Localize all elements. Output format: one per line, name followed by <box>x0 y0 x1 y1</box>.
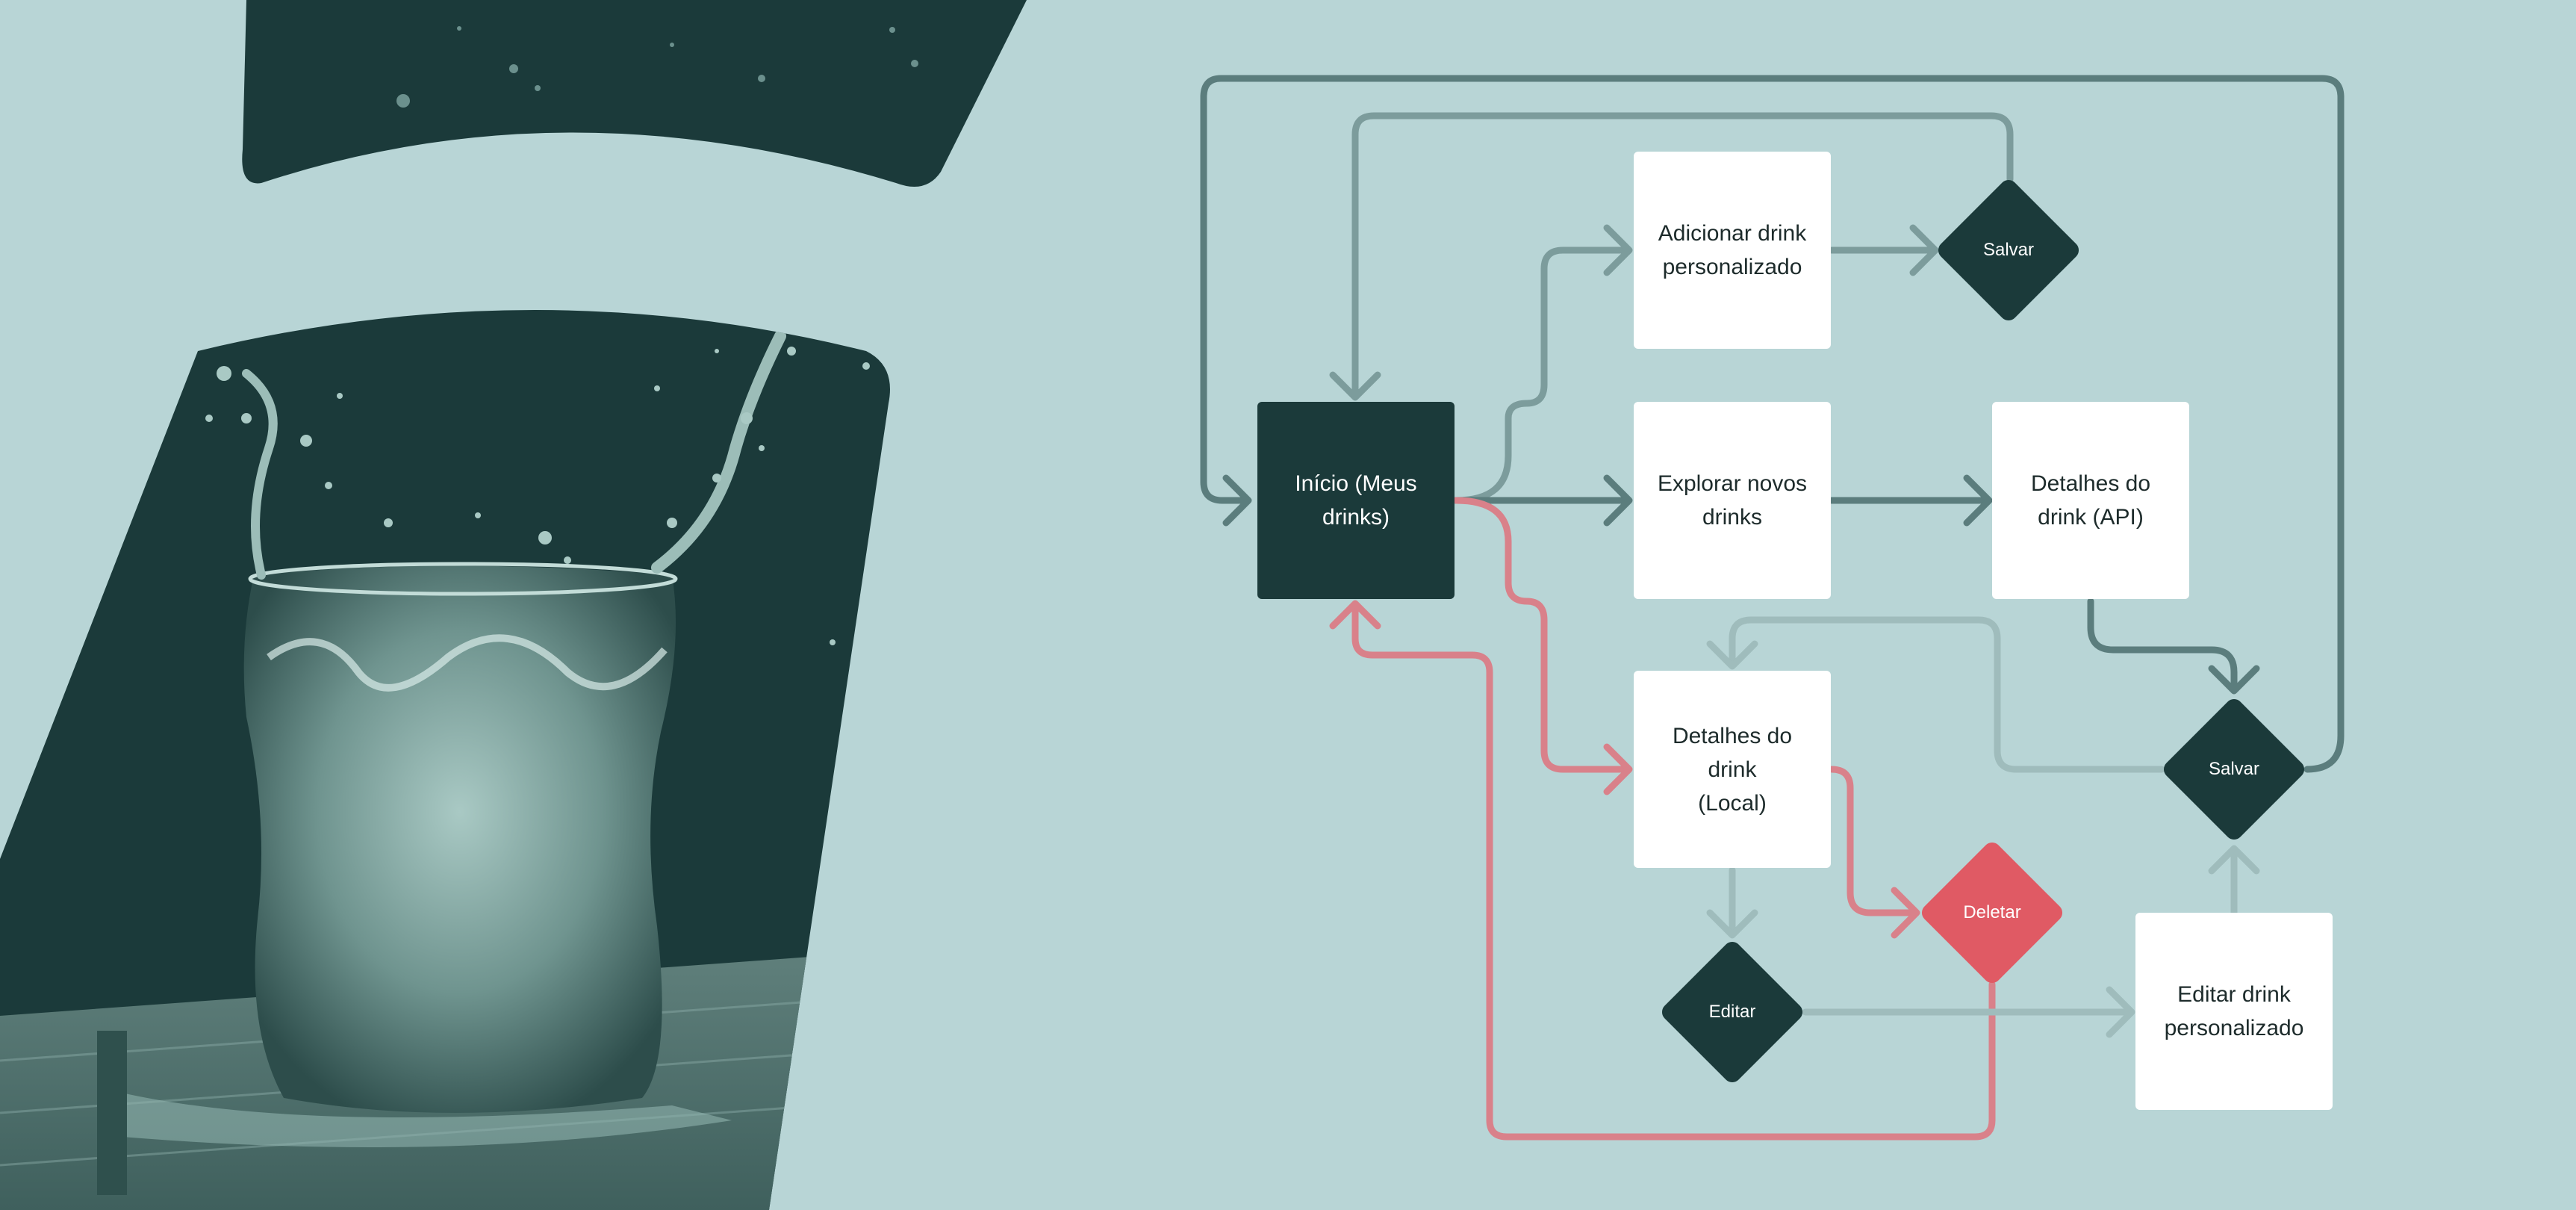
node-detalhes-api[interactable]: Detalhes do drink (API) <box>1992 402 2189 599</box>
decision-salvar-top-shape[interactable] <box>1935 176 2082 324</box>
glass-splash-photo <box>0 310 890 1210</box>
node-inicio[interactable]: Início (Meus drinks) <box>1257 402 1455 599</box>
node-detalhes-local[interactable]: Detalhes do drink (Local) <box>1634 671 1831 868</box>
decision-deletar-shape[interactable] <box>1918 839 2066 987</box>
connector-deletar-to-inicio <box>1351 601 1996 1141</box>
decision-editar-label[interactable]: Editar <box>1708 1002 1756 1022</box>
connector-inicio-to-detalhes-local <box>1452 497 1631 773</box>
connector-salvar-right-to-inicio <box>1200 75 2345 773</box>
connector-salvar-top-to-inicio <box>1351 112 2014 400</box>
node-editar-drink[interactable]: Editar drink personalizado <box>2135 913 2333 1110</box>
decision-salvar-top-label[interactable]: Salvar <box>1982 240 2035 260</box>
decision-editar-shape[interactable] <box>1658 938 1806 1086</box>
connector-inicio-to-adicionar <box>1452 246 1631 504</box>
node-adicionar-drink[interactable]: Adicionar drink personalizado <box>1634 152 1831 349</box>
connector-detalhes-api-to-salvar <box>2087 598 2238 692</box>
decision-salvar-right-shape[interactable] <box>2160 695 2308 843</box>
node-explorar-drinks[interactable]: Explorar novos drinks <box>1634 402 1831 599</box>
connector-detalhes-local-to-deletar <box>1828 766 1919 916</box>
photo-top-panel <box>242 0 1027 187</box>
connector-salvar-to-detalhes-local <box>1729 616 2165 773</box>
decision-salvar-right-label[interactable]: Salvar <box>2208 759 2260 779</box>
decision-deletar-label[interactable]: Deletar <box>1963 902 2021 922</box>
